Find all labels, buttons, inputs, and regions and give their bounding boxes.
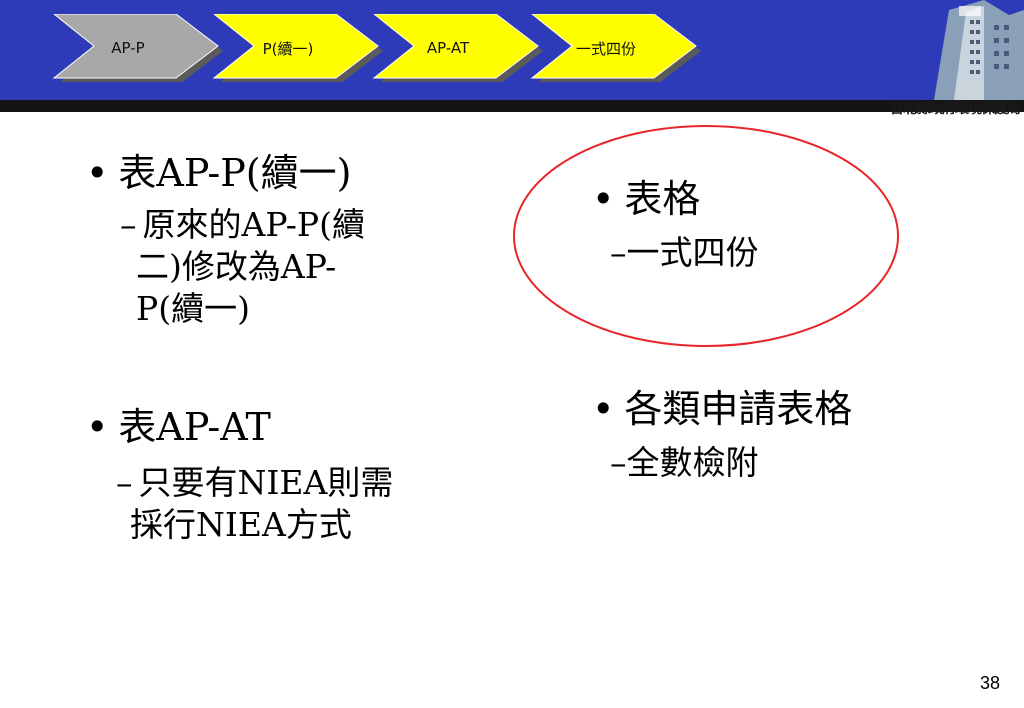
dash-icon: – (610, 443, 627, 482)
bullet-sub: –全數檢附 (610, 442, 852, 484)
tab-arrow-shape (212, 14, 383, 82)
sub-line: 全數檢附 (626, 443, 759, 482)
header-caption: 台北縣政府環境保護局 (890, 101, 1021, 117)
tab-p-cont[interactable]: P(續一) (212, 14, 384, 82)
tab-label: AP-AT (426, 39, 470, 57)
tab-ap-p[interactable]: AP-P (52, 14, 224, 82)
sub-line: 原來的AP-P(續 (142, 205, 365, 244)
bullet-main: •各類申請表格 (592, 386, 852, 432)
dash-icon: – (120, 205, 137, 244)
right-bullet-1: •表格 –一式四份 (592, 176, 759, 274)
tab-four-copies[interactable]: 一式四份 (530, 14, 702, 82)
tab-label: P(續一) (262, 39, 314, 58)
sub-line: 採行NIEA方式 (130, 505, 352, 544)
bullet-main: •表AP-AT (86, 404, 393, 450)
left-bullet-2: •表AP-AT –只要有NIEA則需 採行NIEA方式 (86, 404, 393, 546)
bullet-sub: –只要有NIEA則需 (116, 462, 393, 504)
bullet-main: •表格 (592, 176, 759, 222)
sub-line: 一式四份 (626, 233, 759, 272)
tab-arrow-shape (52, 14, 223, 82)
bullet-title: 各類申請表格 (624, 387, 853, 431)
bullet-title: 表格 (624, 177, 701, 221)
header-dark-strip (0, 100, 1024, 112)
tab-ap-at[interactable]: AP-AT (372, 14, 544, 82)
right-bullet-2: •各類申請表格 –全數檢附 (592, 386, 852, 484)
bullet-dot-icon: • (86, 405, 109, 449)
tab-label: 一式四份 (575, 39, 636, 58)
tab-arrow-shape (530, 14, 701, 82)
bullet-title: 表AP-AT (118, 405, 271, 449)
tab-label: AP-P (111, 39, 145, 57)
highlight-ellipse (513, 125, 899, 347)
bullet-dot-icon: • (86, 151, 109, 195)
bullet-dot-icon: • (592, 387, 615, 431)
bullet-title: 表AP-P(續一) (118, 151, 352, 195)
sub-line: P(續一) (136, 289, 250, 328)
building-image (914, 0, 1024, 100)
page-number: 38 (979, 673, 1000, 693)
bullet-dot-icon: • (592, 177, 615, 221)
sub-line: 只要有NIEA則需 (138, 463, 394, 502)
left-bullet-1: •表AP-P(續一) –原來的AP-P(續 二)修改為AP- P(續一) (86, 150, 365, 330)
bullet-main: •表AP-P(續一) (86, 150, 365, 196)
bullet-sub: –一式四份 (610, 232, 759, 274)
sub-line: 二)修改為AP- (136, 247, 337, 286)
dash-icon: – (116, 463, 133, 502)
bullet-sub: –原來的AP-P(續 (120, 204, 365, 246)
dash-icon: – (610, 233, 627, 272)
tab-arrow-shape (372, 14, 543, 82)
